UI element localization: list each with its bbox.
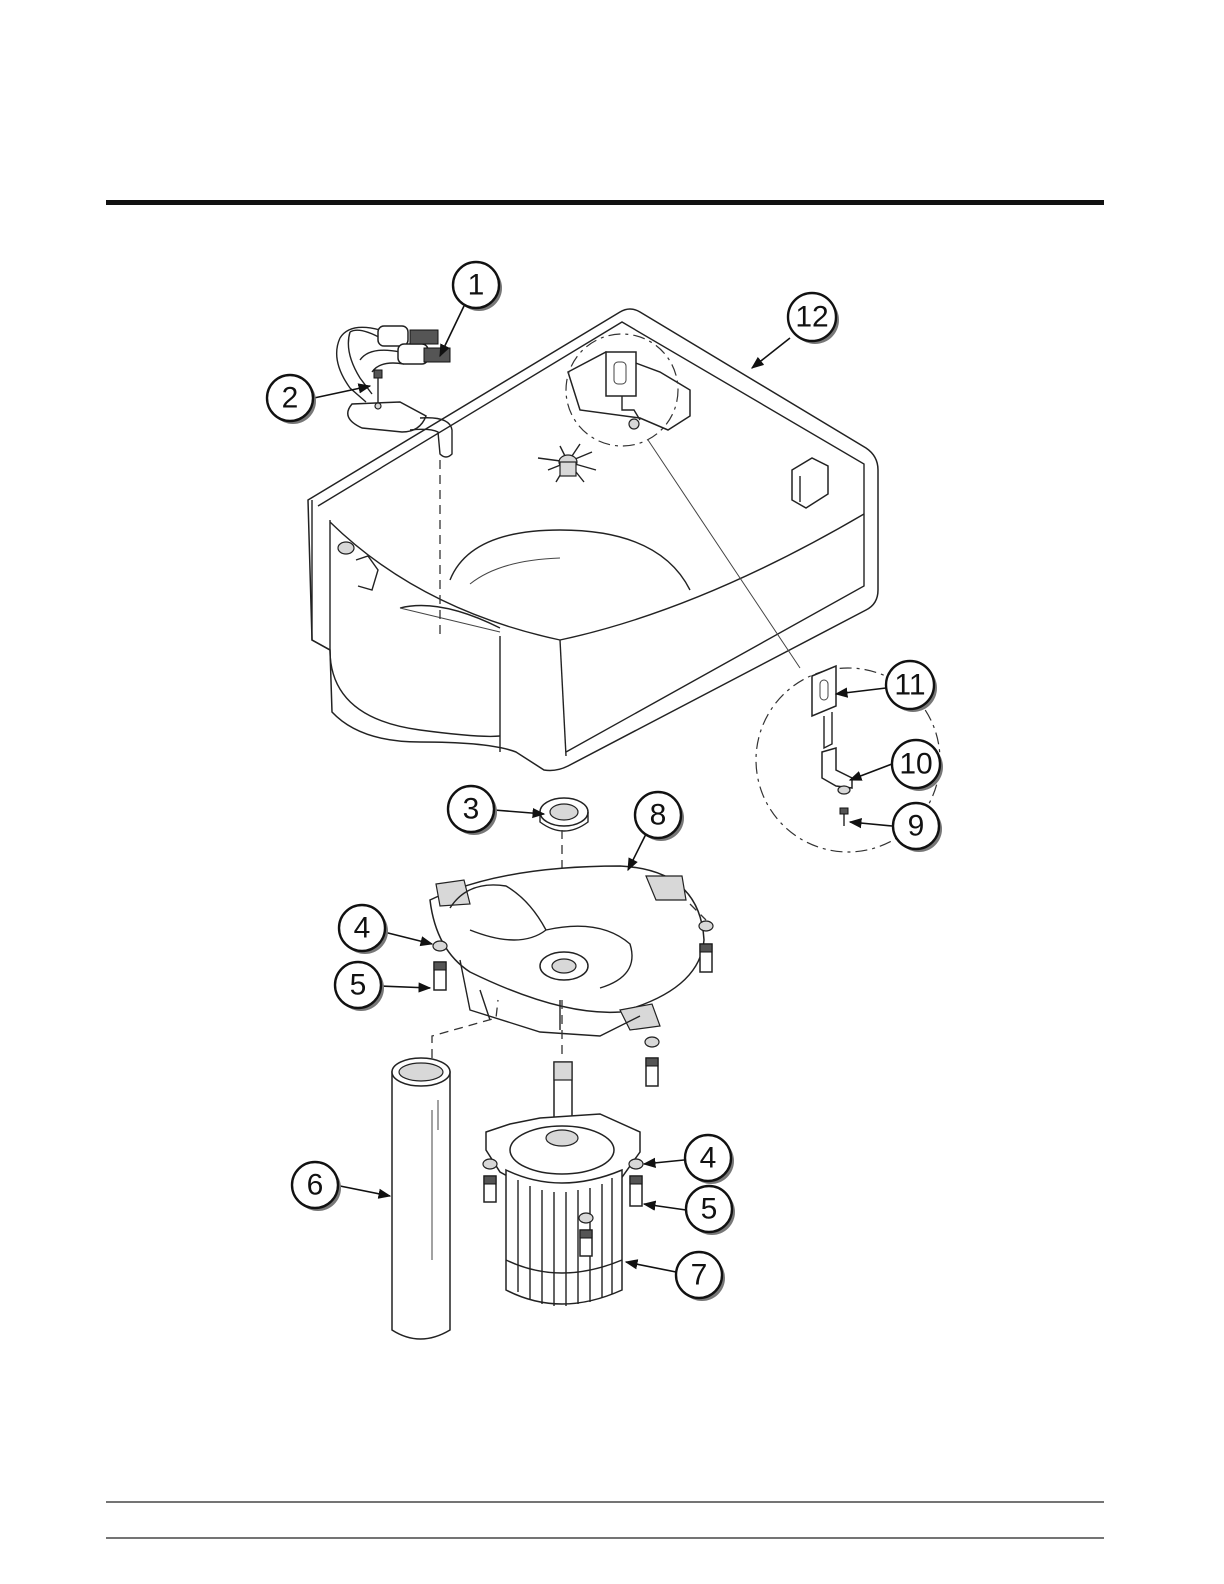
svg-text:5: 5 (350, 969, 367, 1002)
pipe-part (392, 1058, 450, 1339)
svg-text:10: 10 (899, 748, 932, 781)
tub-housing (308, 309, 878, 771)
callout-2: 2 (267, 375, 316, 424)
svg-text:3: 3 (463, 793, 480, 826)
svg-text:4: 4 (700, 1142, 717, 1175)
callout-8: 8 (635, 792, 684, 841)
motor-mount (430, 866, 704, 1036)
svg-text:8: 8 (650, 799, 667, 832)
svg-text:11: 11 (894, 669, 925, 702)
callout-1: 1 (453, 262, 502, 311)
svg-text:7: 7 (691, 1259, 708, 1292)
callout-12: 12 (788, 293, 839, 344)
callout-10: 10 (892, 740, 943, 791)
svg-text:5: 5 (701, 1193, 718, 1226)
header-rule (106, 200, 1104, 205)
motor-part (486, 1062, 640, 1306)
callout-11: 11 (886, 661, 937, 712)
callout-3: 3 (448, 786, 497, 835)
svg-text:4: 4 (354, 912, 371, 945)
callout-4-lower: 4 (685, 1135, 734, 1184)
svg-text:9: 9 (908, 810, 925, 843)
svg-text:6: 6 (307, 1169, 324, 1202)
callout-6: 6 (292, 1162, 341, 1211)
svg-text:1: 1 (468, 269, 485, 302)
callout-9: 9 (893, 803, 942, 852)
callout-5-lower: 5 (686, 1186, 735, 1235)
seal-part (540, 798, 588, 831)
callout-4-upper: 4 (339, 905, 388, 954)
callout-7: 7 (676, 1252, 725, 1301)
svg-text:2: 2 (282, 382, 299, 415)
callout-5-upper: 5 (335, 962, 384, 1011)
align-pipe (432, 1000, 498, 1058)
svg-text:12: 12 (795, 301, 828, 334)
